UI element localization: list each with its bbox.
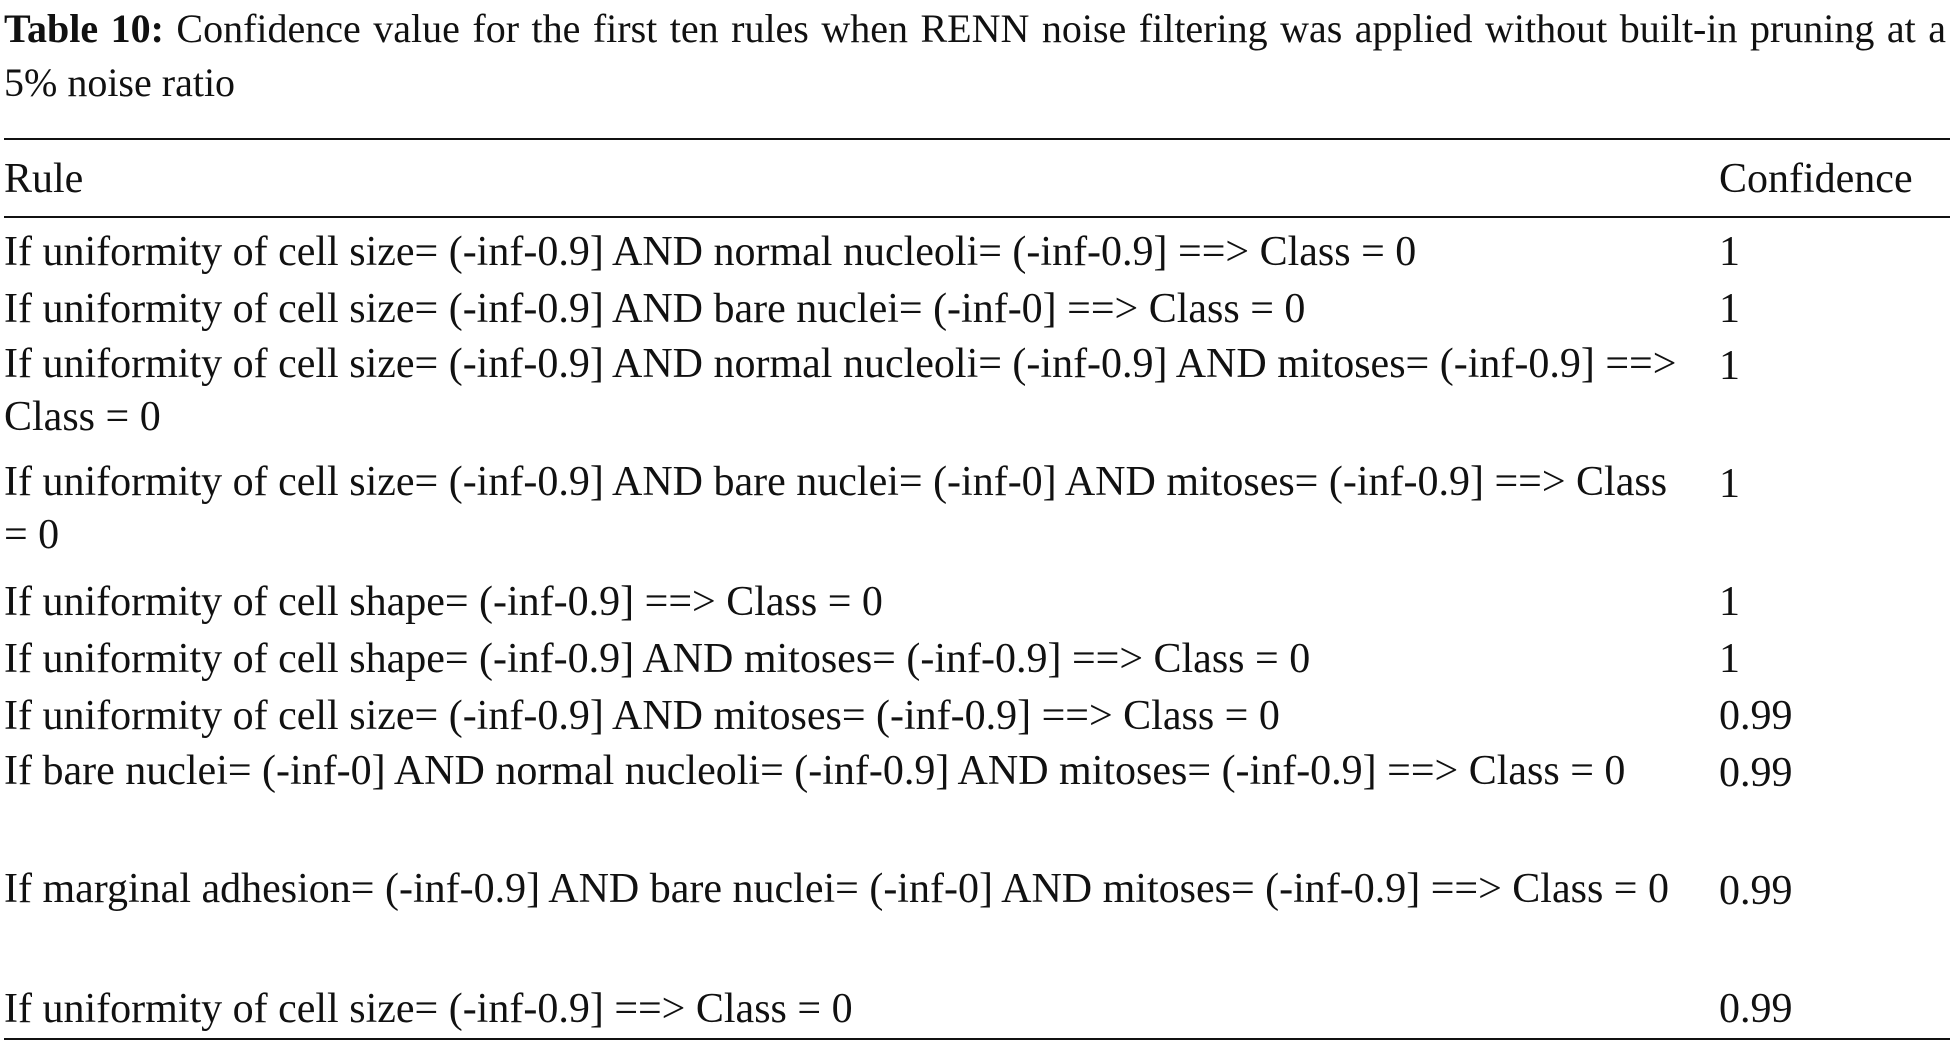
rule-cell: If uniformity of cell shape= (-inf-0.9] …: [4, 636, 1311, 682]
table-caption-text: Confidence value for the first ten rules…: [4, 6, 1946, 105]
table-row: If uniformity of cell size= (-inf-0.9] A…: [4, 338, 1950, 456]
rule-cell: If uniformity of cell size= (-inf-0.9] =…: [4, 986, 853, 1032]
table-header-row: Rule Confidence: [4, 139, 1950, 217]
rule-cell: If uniformity of cell size= (-inf-0.9] A…: [4, 693, 1280, 739]
table-row: If uniformity of cell size= (-inf-0.9] =…: [4, 981, 1950, 1039]
confidence-cell: 1: [1719, 579, 1740, 625]
table-row: If bare nuclei= (-inf-0] AND normal nucl…: [4, 745, 1950, 863]
document-page: Table 10: Confidence value for the first…: [4, 0, 1950, 1040]
confidence-cell: 0.99: [1719, 986, 1793, 1032]
header-rule: Rule: [4, 156, 84, 202]
table-row: If marginal adhesion= (-inf-0.9] AND bar…: [4, 863, 1950, 981]
confidence-cell: 1: [1719, 343, 1740, 389]
rule-cell: If uniformity of cell size= (-inf-0.9] A…: [4, 341, 1677, 440]
confidence-cell: 0.99: [1719, 868, 1793, 914]
rule-cell: If uniformity of cell size= (-inf-0.9] A…: [4, 286, 1306, 332]
confidence-cell: 0.99: [1719, 693, 1793, 739]
rule-cell: If uniformity of cell shape= (-inf-0.9] …: [4, 579, 883, 625]
rule-cell: If uniformity of cell size= (-inf-0.9] A…: [4, 229, 1417, 275]
confidence-cell: 1: [1719, 461, 1740, 507]
table-row: If uniformity of cell size= (-inf-0.9] A…: [4, 281, 1950, 338]
table-row: If uniformity of cell size= (-inf-0.9] A…: [4, 456, 1950, 574]
rules-table: Rule Confidence If uniformity of cell si…: [4, 138, 1950, 1040]
table-caption: Table 10: Confidence value for the first…: [4, 2, 1946, 110]
rule-cell: If bare nuclei= (-inf-0] AND normal nucl…: [4, 748, 1626, 794]
confidence-cell: 1: [1719, 636, 1740, 682]
table-caption-label: Table 10:: [4, 6, 164, 51]
table-row: If uniformity of cell shape= (-inf-0.9] …: [4, 631, 1950, 688]
rule-cell: If marginal adhesion= (-inf-0.9] AND bar…: [4, 866, 1669, 912]
table-row: If uniformity of cell size= (-inf-0.9] A…: [4, 217, 1950, 281]
table-row: If uniformity of cell shape= (-inf-0.9] …: [4, 574, 1950, 631]
confidence-cell: 1: [1719, 229, 1740, 275]
confidence-cell: 0.99: [1719, 750, 1793, 796]
confidence-cell: 1: [1719, 286, 1740, 332]
header-confidence: Confidence: [1719, 156, 1913, 202]
table-row: If uniformity of cell size= (-inf-0.9] A…: [4, 688, 1950, 745]
rule-cell: If uniformity of cell size= (-inf-0.9] A…: [4, 459, 1668, 558]
